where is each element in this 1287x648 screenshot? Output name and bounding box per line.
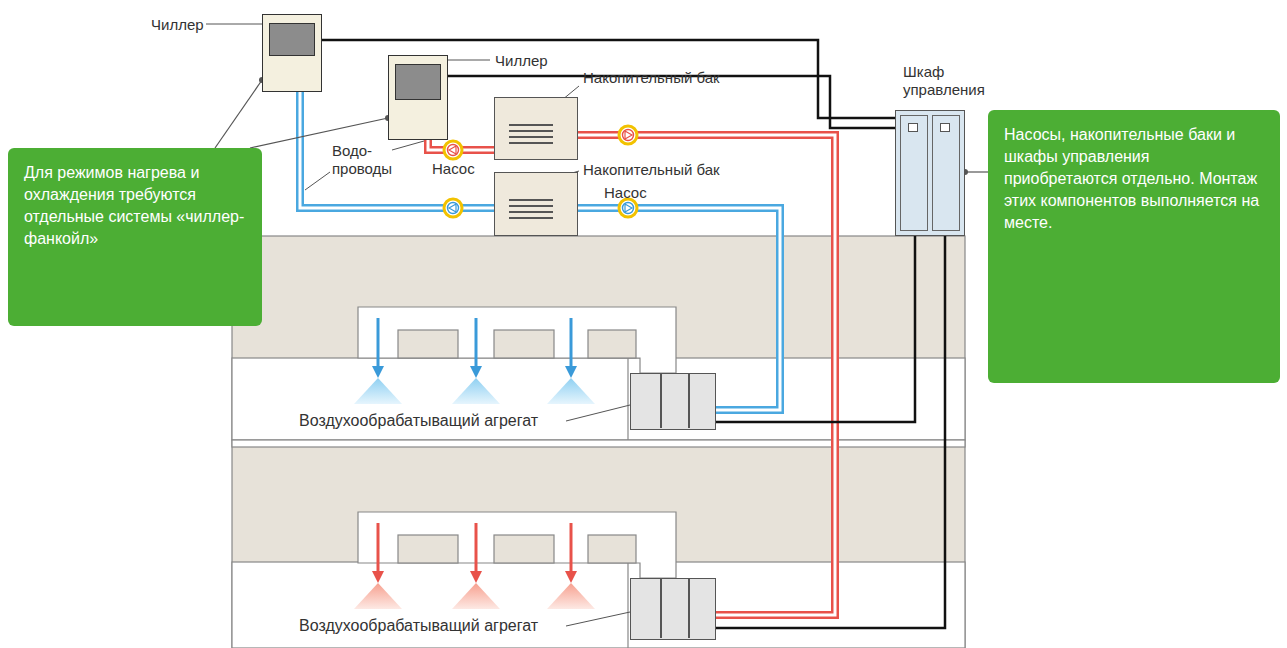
tank-grille bbox=[509, 205, 553, 207]
pump-symbol bbox=[444, 199, 462, 217]
pipe-outer bbox=[578, 135, 835, 615]
part-label: Чиллер bbox=[495, 52, 548, 70]
cabinet-door bbox=[932, 115, 960, 231]
pump-symbol bbox=[619, 199, 637, 217]
pump-label: Насос bbox=[432, 160, 475, 178]
chiller-box: Чиллер bbox=[388, 55, 448, 140]
callout-box: Для режимов нагрева и охлаждения требуют… bbox=[8, 148, 262, 326]
leader-lines bbox=[206, 24, 630, 626]
tank-grille bbox=[509, 211, 553, 213]
pipe-inner bbox=[578, 135, 835, 615]
callout-text: Для режимов нагрева и охлаждения требуют… bbox=[24, 162, 246, 250]
ahu-panel bbox=[688, 374, 690, 428]
control-wire bbox=[716, 236, 945, 628]
tank-grille bbox=[509, 142, 553, 144]
pipe-label: Водо- проводы bbox=[332, 142, 396, 178]
callout-text: Насосы, накопительные баки и шкафы управ… bbox=[1004, 124, 1264, 234]
ahu-panel bbox=[660, 374, 662, 428]
tank-grille bbox=[509, 124, 553, 126]
callout-leader bbox=[962, 169, 988, 175]
connectors bbox=[215, 40, 988, 628]
leader-path bbox=[965, 171, 988, 172]
pump-label: Насос bbox=[604, 184, 647, 202]
callout-box: Насосы, накопительные баки и шкафы управ… bbox=[988, 110, 1280, 383]
part-label: Шкаф управления bbox=[903, 63, 995, 99]
wire-path bbox=[716, 236, 945, 628]
leader-path bbox=[215, 80, 262, 148]
cabinet-door bbox=[900, 115, 928, 231]
ahu-box: Воздухообрабатыващий агрегат bbox=[630, 578, 716, 640]
chiller-box: Чиллер bbox=[262, 14, 322, 92]
ahu-panel bbox=[688, 579, 690, 638]
part-label: Накопительный бак bbox=[583, 69, 720, 87]
part-label: Накопительный бак bbox=[583, 161, 720, 179]
tank-grille bbox=[509, 130, 553, 132]
part-label: Воздухообрабатыващий агрегат bbox=[299, 412, 538, 430]
chiller-screen bbox=[395, 64, 441, 100]
air-diffusers bbox=[354, 318, 595, 609]
ahu-box: Воздухообрабатыващий агрегат bbox=[630, 373, 716, 430]
chiller-screen bbox=[269, 23, 315, 56]
pump-symbol bbox=[444, 141, 462, 159]
tank-grille bbox=[509, 199, 553, 201]
cabinet-box: Шкаф управления bbox=[895, 110, 965, 236]
cabinet-indicator bbox=[908, 123, 918, 132]
tank-grille bbox=[509, 217, 553, 219]
tank-box: Накопительный бак bbox=[494, 172, 578, 236]
callout-leader bbox=[215, 77, 265, 148]
tank-box: Накопительный бак bbox=[494, 97, 578, 160]
part-label: Чиллер bbox=[151, 16, 204, 34]
ahu-panel bbox=[660, 579, 662, 638]
part-label: Воздухообрабатыващий агрегат bbox=[299, 617, 538, 635]
cabinet-indicator bbox=[940, 123, 950, 132]
wire-path bbox=[716, 236, 915, 422]
pump-symbol bbox=[619, 126, 637, 144]
control-wire bbox=[716, 236, 915, 422]
building bbox=[232, 236, 965, 648]
tank-grille bbox=[509, 136, 553, 138]
water-pipe bbox=[578, 135, 835, 615]
